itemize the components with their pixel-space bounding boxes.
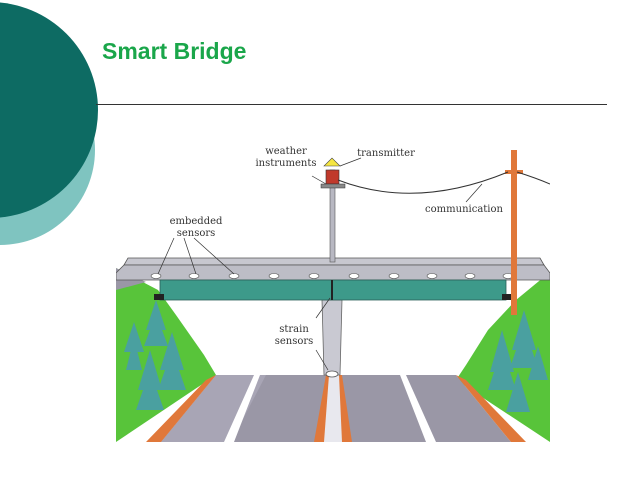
label-weather-line2: instruments — [255, 158, 316, 169]
leader-embedded-2 — [183, 237, 197, 275]
leader-communication — [465, 183, 483, 203]
tree — [510, 310, 538, 368]
leader-strain-2 — [315, 297, 331, 319]
strain-sensor-pier — [325, 370, 339, 378]
road-edge-left — [146, 375, 216, 442]
tree — [158, 332, 186, 390]
label-strain-line2: sensors — [275, 336, 314, 347]
label-strain-line1: strain — [279, 324, 309, 335]
tree — [124, 322, 144, 370]
embedded-sensor — [348, 273, 360, 279]
embedded-sensor — [150, 273, 162, 279]
tree — [528, 346, 548, 380]
weather-instrument-box — [325, 169, 340, 185]
lane-marking-left — [224, 375, 260, 442]
transmitter-icon — [323, 157, 341, 167]
bridge-deck — [116, 264, 550, 281]
label-embedded-line2: sensors — [177, 228, 216, 239]
title-divider — [96, 104, 607, 105]
leader-embedded-1 — [157, 237, 175, 275]
leader-strain — [315, 349, 329, 371]
decorative-circle-dark — [0, 2, 98, 218]
center-pier — [321, 299, 343, 376]
left-trees — [124, 300, 186, 410]
slide-title: Smart Bridge — [102, 38, 247, 64]
leader-lines — [157, 157, 483, 371]
right-trees — [488, 310, 548, 412]
decorative-circles — [0, 2, 98, 245]
tree — [144, 300, 168, 346]
communication-wire — [337, 171, 509, 194]
leader-embedded-3 — [193, 237, 235, 275]
embedded-sensor — [228, 273, 240, 279]
embedded-sensor — [188, 273, 200, 279]
label-transmitter: transmitter — [357, 148, 415, 159]
label-embedded-line1: embedded — [170, 216, 223, 227]
lane-marking-right — [400, 375, 436, 442]
label-weather-line1: weather — [265, 146, 307, 157]
left-abutment — [154, 294, 164, 300]
embedded-sensor — [268, 273, 280, 279]
embedded-sensor — [308, 273, 320, 279]
leader-transmitter — [339, 157, 362, 167]
embedded-sensor — [426, 273, 438, 279]
smart-bridge-illustration: weather instruments transmitter communic… — [116, 140, 550, 442]
utility-pole-crossbar — [505, 170, 523, 174]
right-abutment — [502, 294, 512, 300]
embedded-sensor — [464, 273, 476, 279]
embedded-sensor — [388, 273, 400, 279]
tree — [506, 372, 530, 412]
leader-weather — [311, 175, 327, 185]
median-barrier — [324, 375, 342, 442]
instrument-arm — [320, 183, 346, 189]
utility-pole — [511, 150, 517, 315]
road-edge-right — [456, 375, 526, 442]
tree — [136, 350, 164, 410]
power-line — [516, 171, 550, 185]
tree — [488, 330, 516, 390]
embedded-sensors-row — [150, 273, 514, 279]
label-communication: communication — [425, 204, 503, 215]
